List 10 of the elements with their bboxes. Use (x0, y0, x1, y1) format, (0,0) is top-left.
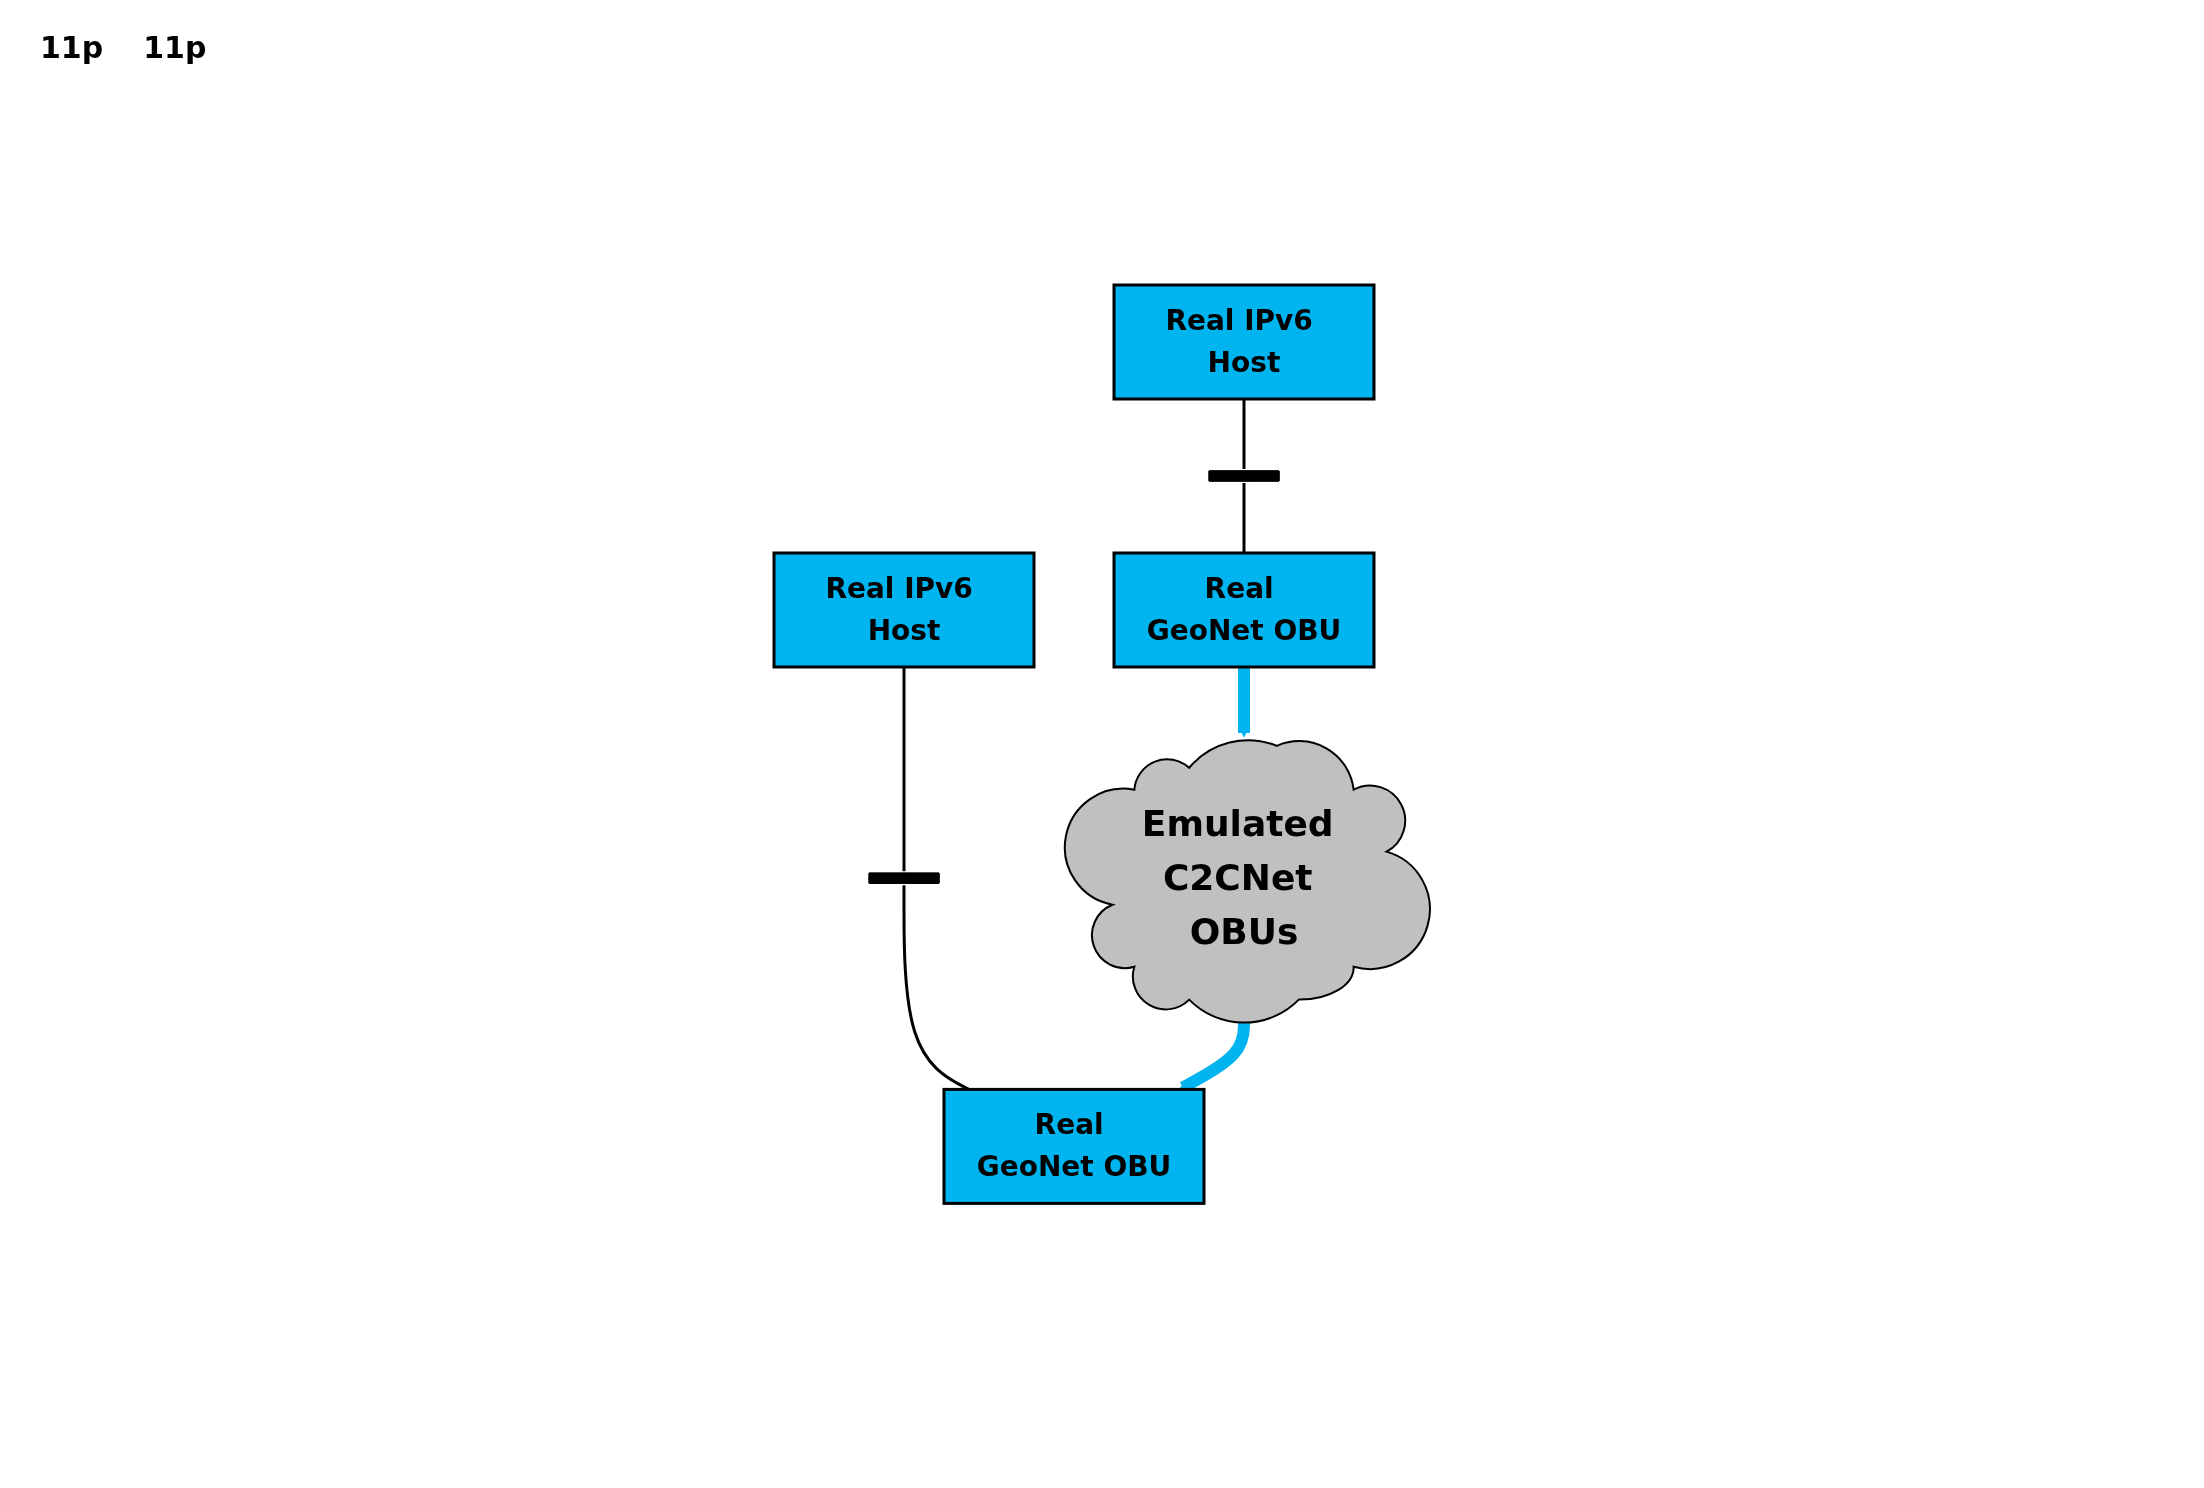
arrow (1238, 666, 1251, 738)
interface-label: 11p (143, 30, 207, 65)
node-box: Real GeoNet OBU (1112, 551, 1376, 669)
node-box: Real GeoNet OBU (942, 1087, 1206, 1205)
connector (902, 666, 906, 871)
interface-label: 11p (40, 30, 104, 65)
node-box: Real IPv6 Host (772, 551, 1036, 669)
node-box: Real IPv6 Host (1112, 283, 1376, 401)
connector (1242, 398, 1246, 469)
connector (1242, 482, 1246, 553)
